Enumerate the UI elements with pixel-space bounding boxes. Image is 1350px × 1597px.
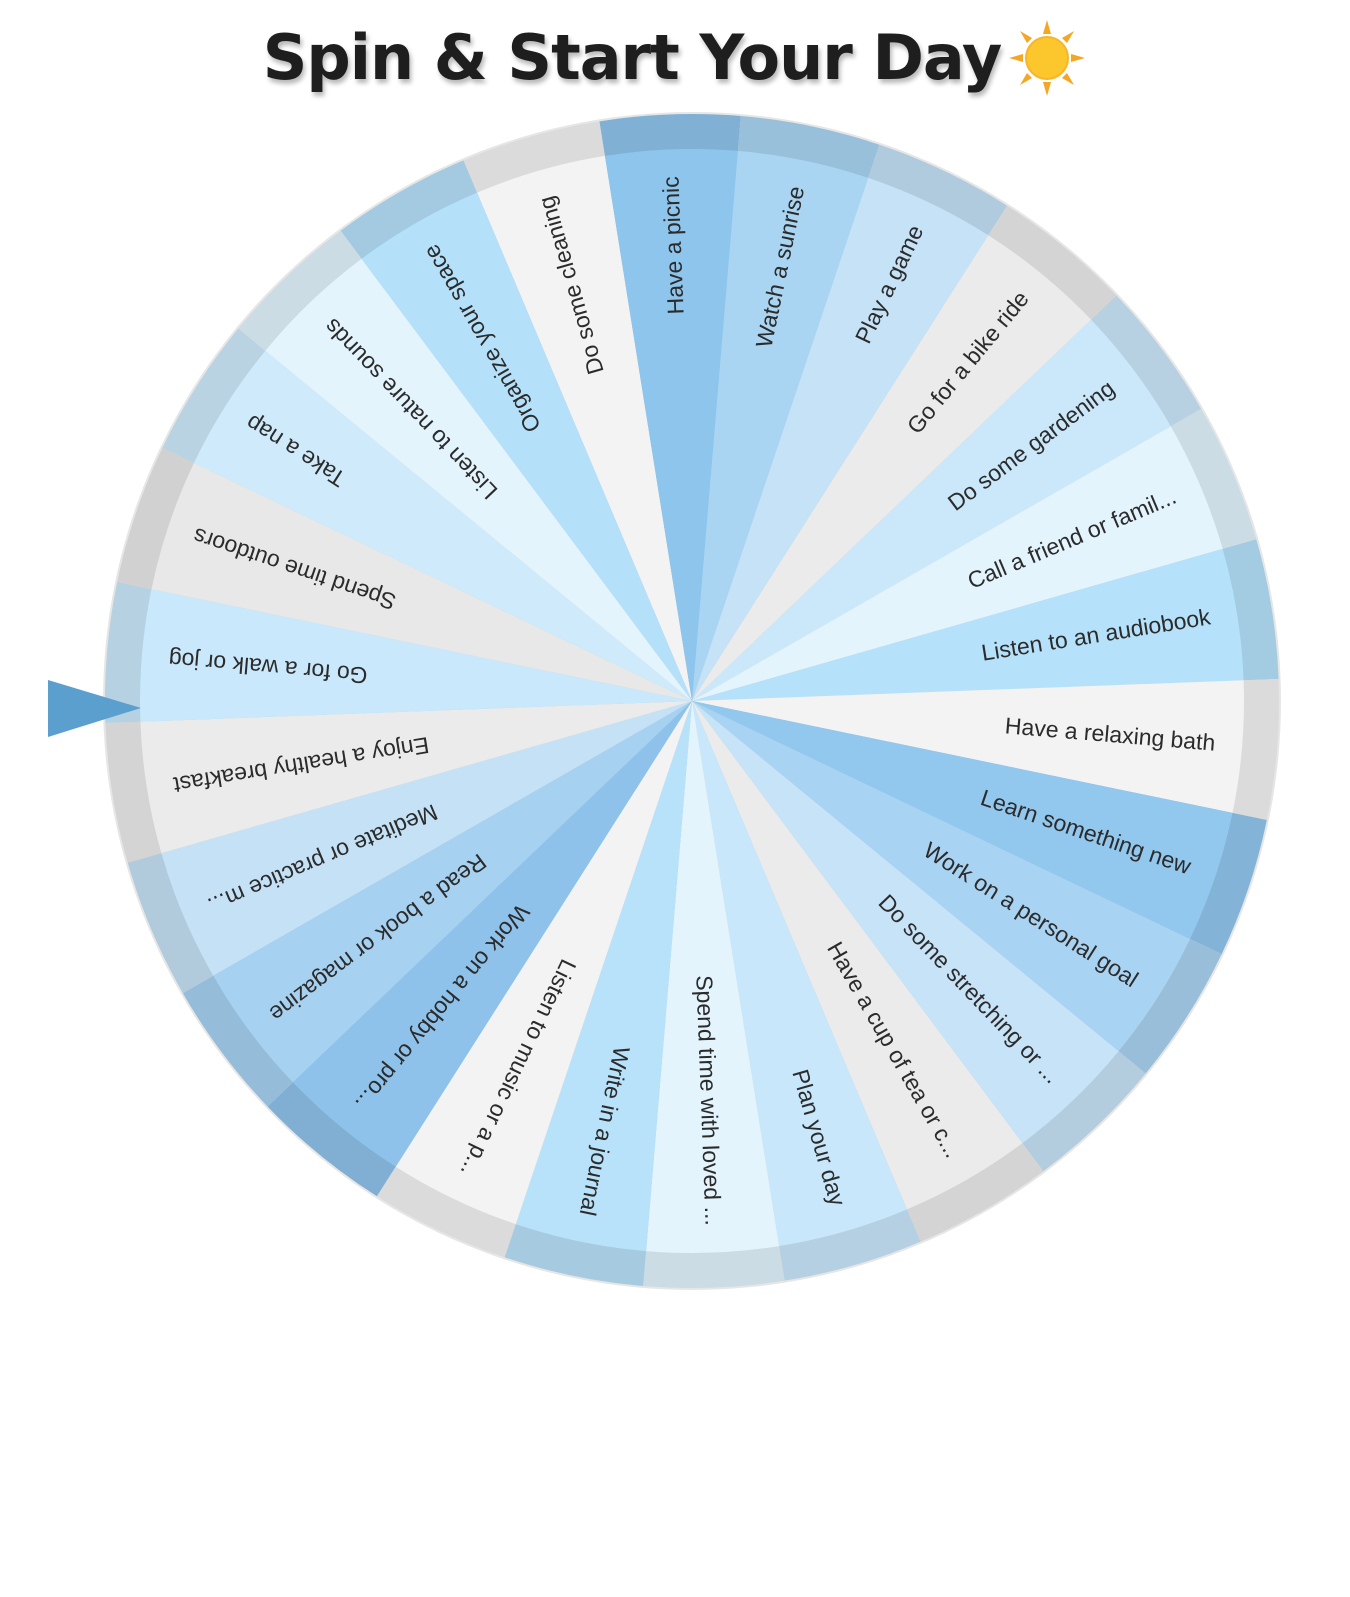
wheel-segment[interactable]	[692, 701, 1233, 940]
wheel-segment[interactable]	[161, 701, 692, 976]
wheel-segment[interactable]	[692, 680, 1244, 813]
wheel-segment[interactable]	[692, 701, 1191, 1052]
wheel-segment[interactable]	[292, 701, 692, 1167]
wheel-segment[interactable]	[692, 548, 1244, 701]
wheel-segment[interactable]	[692, 235, 1092, 702]
wheel-segment[interactable]	[265, 258, 692, 701]
wheel-segment[interactable]	[395, 701, 692, 1225]
sun-icon	[1009, 20, 1086, 96]
wheel-segment[interactable]	[193, 350, 693, 701]
triangle-pointer-icon	[48, 680, 141, 737]
wheel-segment[interactable]	[692, 701, 907, 1247]
wheel-segment[interactable]	[477, 155, 692, 701]
title-row: Spin & Start Your Day	[0, 12, 1350, 102]
wheel-segment[interactable]	[692, 701, 1023, 1210]
wheel-segment[interactable]	[361, 192, 692, 701]
wheel-segment-label: Have a picnic	[657, 176, 688, 315]
wheel-segment[interactable]	[140, 589, 693, 722]
wheel-segment[interactable]	[692, 426, 1223, 701]
wheel-segment[interactable]	[692, 177, 989, 701]
wheel-segment[interactable]	[646, 701, 780, 1253]
wheel-segment[interactable]	[151, 462, 693, 701]
wheel-segment[interactable]	[692, 319, 1171, 701]
wheel-segment[interactable]	[515, 701, 692, 1252]
wheel-segment[interactable]	[604, 149, 738, 701]
wheel-segment[interactable]	[692, 150, 869, 701]
wheel-segment[interactable]	[692, 701, 1119, 1144]
wheel-segment[interactable]	[213, 701, 692, 1083]
page-title: Spin & Start Your Day	[262, 20, 1002, 94]
wheel-segment[interactable]	[140, 701, 693, 854]
